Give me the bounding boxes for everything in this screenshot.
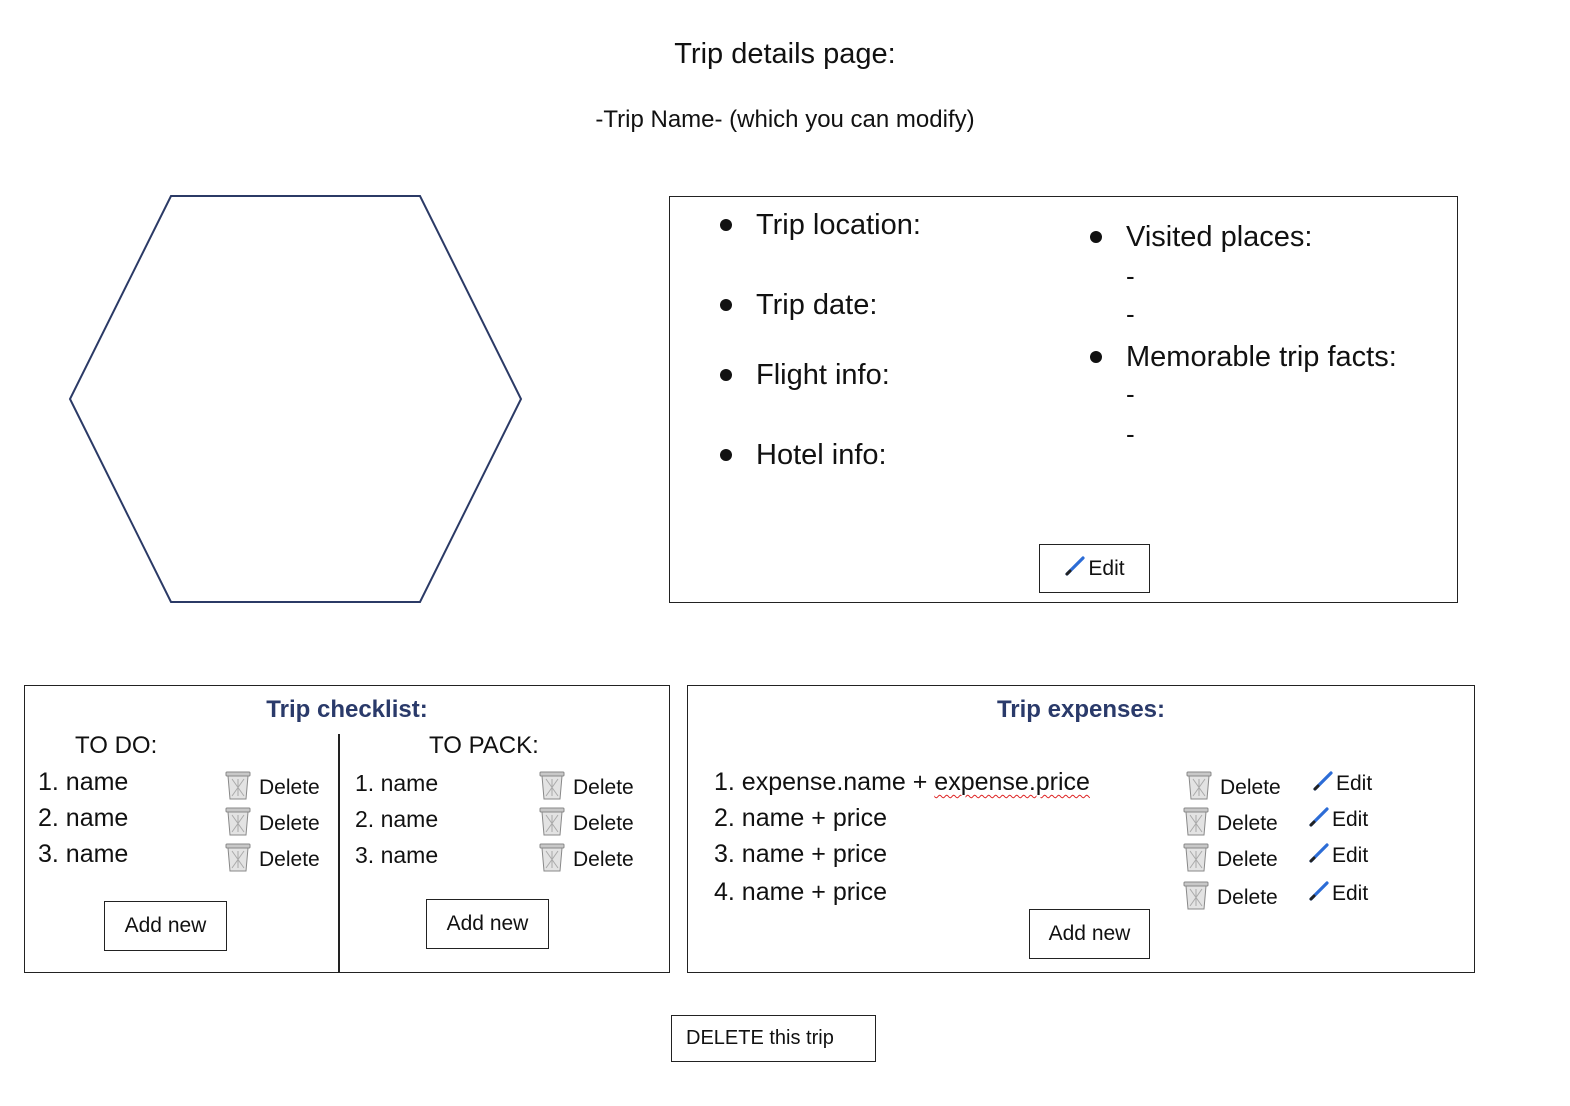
trash-icon (1183, 806, 1209, 842)
bullet-icon (720, 369, 732, 381)
todo-delete-button[interactable]: Delete (225, 842, 320, 878)
edit-label: Edit (1332, 808, 1369, 831)
trash-icon (1186, 770, 1212, 806)
todo-add-new-button[interactable]: Add new (104, 901, 227, 951)
expense-item: 3. name + price (714, 840, 888, 868)
page-title: Trip details page: (674, 38, 896, 70)
topack-delete-button[interactable]: Delete (539, 770, 634, 806)
trash-icon (539, 842, 565, 878)
trip-name-subtitle[interactable]: -Trip Name- (which you can modify) (595, 106, 975, 133)
visited-place-entry: - (1126, 299, 1135, 329)
bullet-icon (720, 299, 732, 311)
checklist-divider (338, 734, 340, 972)
spellcheck-flagged-text: expense.price (934, 768, 1090, 796)
topack-item: 3. name (355, 842, 439, 868)
expense-delete-button[interactable]: Delete (1183, 880, 1278, 916)
edit-label: Edit (1332, 882, 1369, 905)
trash-icon (225, 770, 251, 806)
expense-edit-button[interactable]: Edit (1308, 806, 1368, 834)
delete-label: Delete (573, 812, 634, 835)
bullet-icon (1090, 231, 1102, 243)
bullet-icon (720, 219, 732, 231)
todo-item: 1. name (38, 768, 129, 796)
delete-label: Delete (259, 812, 320, 835)
delete-label: Delete (259, 776, 320, 799)
expense-item: 2. name + price (714, 804, 888, 832)
trip-image-hexagon (68, 195, 523, 603)
edit-label: Edit (1336, 772, 1373, 795)
trash-icon (539, 770, 565, 806)
trip-details-panel: Trip location: Trip date: Flight info: H… (669, 196, 1458, 603)
checklist-title: Trip checklist: (266, 696, 428, 723)
delete-label: Delete (259, 848, 320, 871)
delete-label: Delete (1217, 848, 1278, 871)
delete-trip-button[interactable]: DELETE this trip (671, 1015, 876, 1062)
topack-delete-button[interactable]: Delete (539, 842, 634, 878)
memorable-fact-entry: - (1126, 379, 1135, 409)
todo-delete-button[interactable]: Delete (225, 770, 320, 806)
topack-heading: TO PACK: (429, 732, 539, 759)
bullet-icon (720, 449, 732, 461)
expense-edit-button[interactable]: Edit (1312, 770, 1372, 798)
pencil-icon (1308, 880, 1330, 908)
pencil-icon (1064, 555, 1086, 583)
edit-label: Edit (1332, 844, 1369, 867)
trash-icon (225, 806, 251, 842)
trash-icon (1183, 842, 1209, 878)
edit-details-label: Edit (1088, 556, 1125, 580)
todo-heading: TO DO: (75, 732, 158, 759)
expense-delete-button[interactable]: Delete (1186, 770, 1281, 806)
bullet-icon (1090, 351, 1102, 363)
todo-item: 2. name (38, 804, 129, 832)
delete-label: Delete (1217, 886, 1278, 909)
topack-item: 2. name (355, 806, 439, 832)
delete-label: Delete (573, 848, 634, 871)
pencil-icon (1308, 842, 1330, 870)
expense-item: 4. name + price (714, 878, 888, 906)
topack-item: 1. name (355, 770, 439, 796)
delete-label: Delete (1220, 776, 1281, 799)
delete-label: Delete (1217, 812, 1278, 835)
expense-delete-button[interactable]: Delete (1183, 842, 1278, 878)
trash-icon (539, 806, 565, 842)
visited-place-entry: - (1126, 261, 1135, 291)
todo-item: 3. name (38, 840, 129, 868)
expense-edit-button[interactable]: Edit (1308, 880, 1368, 908)
todo-delete-button[interactable]: Delete (225, 806, 320, 842)
trash-icon (1183, 880, 1209, 916)
trip-checklist-panel: Trip checklist: TO DO: 1. name Delete 2.… (24, 685, 670, 973)
delete-label: Delete (573, 776, 634, 799)
expense-item: 1. expense.name + expense.price (714, 768, 1090, 796)
expenses-add-new-button[interactable]: Add new (1029, 909, 1150, 959)
edit-details-button[interactable]: Edit (1039, 544, 1150, 593)
expenses-title: Trip expenses: (996, 696, 1166, 723)
pencil-icon (1308, 806, 1330, 834)
pencil-icon (1312, 770, 1334, 798)
topack-add-new-button[interactable]: Add new (426, 899, 549, 949)
trip-expenses-panel: Trip expenses: 1. expense.name + expense… (687, 685, 1475, 973)
expense-delete-button[interactable]: Delete (1183, 806, 1278, 842)
trash-icon (225, 842, 251, 878)
topack-delete-button[interactable]: Delete (539, 806, 634, 842)
memorable-fact-entry: - (1126, 419, 1135, 449)
expense-edit-button[interactable]: Edit (1308, 842, 1368, 870)
